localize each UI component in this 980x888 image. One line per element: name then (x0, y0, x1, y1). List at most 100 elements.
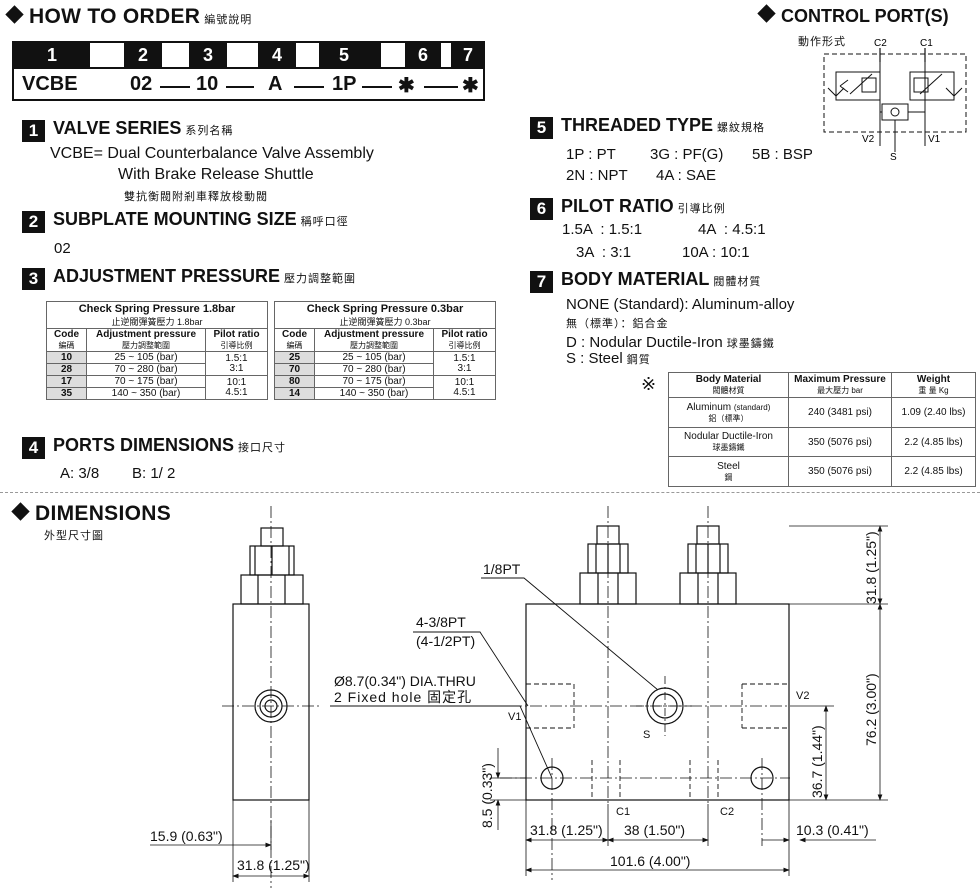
section-title-material: BODY MATERIAL (561, 269, 710, 289)
dim-76-2: 76.2 (3.00") (863, 673, 879, 746)
section-title-zh: 閥體材質 (713, 276, 762, 288)
circuit-label-c2: C2 (874, 38, 887, 49)
dim-38: 38 (1.50") (624, 822, 685, 838)
order-code-table: 1 2 3 4 5 6 7 VCBE 02 10 A 1P ✱ ✱ (12, 41, 485, 101)
section-number-2: 2 (22, 211, 45, 233)
control-ports-heading: CONTROL PORT(S) (757, 4, 949, 27)
pt1-title-zh: 止逆閥彈簧壓力 1.8bar (46, 315, 268, 329)
position-1: 1 (46, 45, 57, 65)
dimensions-heading: DIMENSIONS (11, 502, 172, 526)
section-title-ports: PORTS DIMENSIONS (53, 435, 235, 455)
table-row: Aluminum (standard)鋁（標準） 240 (3481 psi) … (668, 397, 976, 428)
section-title-zh: 螺紋規格 (717, 122, 766, 134)
how-to-order-title-zh: 編號說明 (204, 14, 253, 26)
position-2: 2 (137, 45, 148, 65)
circuit-label-c1: C1 (920, 38, 933, 49)
code-thread: 1P (332, 73, 357, 95)
thread-4a: 4A : SAE (656, 167, 717, 184)
section-title-zh: 壓力調整範圍 (284, 273, 357, 285)
thread-1p: 1P : PT (566, 146, 616, 163)
dim-31-8-top: 31.8 (1.25") (863, 531, 879, 604)
section-number-5: 5 (530, 117, 553, 139)
label-dia-thru: Ø8.7(0.34") DIA.THRU (334, 673, 476, 689)
valve-series-desc-2: With Brake Release Shuttle (118, 166, 314, 183)
dim-101-6: 101.6 (4.00") (610, 853, 690, 869)
position-3: 3 (202, 45, 213, 65)
port-label-v1: V1 (508, 711, 521, 723)
label-4-1-2pt: (4-1/2PT) (416, 633, 475, 649)
circuit-label-s: S (890, 152, 897, 163)
code-size: 02 (130, 73, 153, 95)
position-7: 7 (462, 45, 473, 65)
code-material: ✱ (462, 75, 479, 97)
pt2-title: Check Spring Pressure 0.3bar (274, 301, 496, 315)
pressure-table-2: Check Spring Pressure 0.3bar 止逆閥彈簧壓力 0.3… (274, 301, 496, 400)
section-title-zh: 稱呼口徑 (300, 216, 349, 228)
dim-36-7: 36.7 (1.44") (809, 725, 825, 798)
section-title-valve-series: VALVE SERIES (53, 118, 182, 138)
thread-3g: 3G : PF(G) (650, 146, 724, 163)
material-none-zh: 無（標準）：鋁合金 (566, 318, 669, 330)
dimension-drawing: 1/8PT 4-3/8PT (4-1/2PT) Ø8.7(0.34") DIA.… (150, 506, 888, 888)
section-number-4: 4 (22, 437, 45, 459)
thread-5b: 5B : BSP (752, 146, 813, 163)
position-5: 5 (338, 45, 349, 65)
section-number-6: 6 (530, 198, 553, 220)
circuit-label-v1: V1 (928, 134, 941, 145)
section-title-pilot: PILOT RATIO (561, 196, 674, 216)
order-position-row: 1 2 3 4 5 6 7 (14, 43, 485, 67)
subplate-size-value: 02 (54, 240, 71, 257)
side-view (150, 506, 322, 888)
pressure-table-1: Check Spring Pressure 1.8bar 止逆閥彈簧壓力 1.8… (46, 301, 268, 400)
how-to-order-title: HOW TO ORDER (29, 5, 201, 28)
diamond-bullet-icon (757, 4, 776, 23)
code-ports: A (268, 73, 283, 95)
dim-31-8-front: 31.8 (1.25") (530, 822, 603, 838)
port-size-b: B: 1/ 2 (132, 465, 176, 482)
dim-8-5: 8.5 (0.33") (479, 763, 495, 828)
section-title-zh: 系列名稱 (185, 125, 234, 137)
section-title-threaded: THREADED TYPE (561, 115, 714, 135)
order-code-row: VCBE 02 10 A 1P ✱ ✱ (14, 69, 483, 101)
pilot-4a: 4A : 4.5:1 (698, 221, 766, 238)
section-title-zh: 引導比例 (677, 203, 726, 215)
port-label-c2: C2 (720, 806, 734, 818)
front-view (330, 506, 888, 880)
pilot-3a: 3A : 3:1 (576, 244, 632, 261)
diamond-bullet-icon (5, 5, 24, 24)
section-number-7: 7 (530, 271, 553, 293)
section-number-1: 1 (22, 120, 45, 142)
dim-15-9: 15.9 (0.63") (150, 828, 223, 844)
pt1-title: Check Spring Pressure 1.8bar (46, 301, 268, 315)
valve-series-desc-1: VCBE= Dual Counterbalance Valve Assembly (50, 145, 374, 162)
label-fixed-hole: 2 Fixed hole 固定孔 (334, 689, 472, 705)
code-pressure: 10 (196, 73, 219, 95)
dimensions-title-zh: 外型尺寸圖 (44, 530, 104, 542)
code-series: VCBE (22, 73, 78, 95)
port-size-a: A: 3/8 (60, 465, 100, 482)
pt2-title-zh: 止逆閥彈簧壓力 0.3bar (274, 315, 496, 329)
code-pilot: ✱ (398, 75, 415, 97)
dimensions-title: DIMENSIONS (35, 502, 172, 525)
